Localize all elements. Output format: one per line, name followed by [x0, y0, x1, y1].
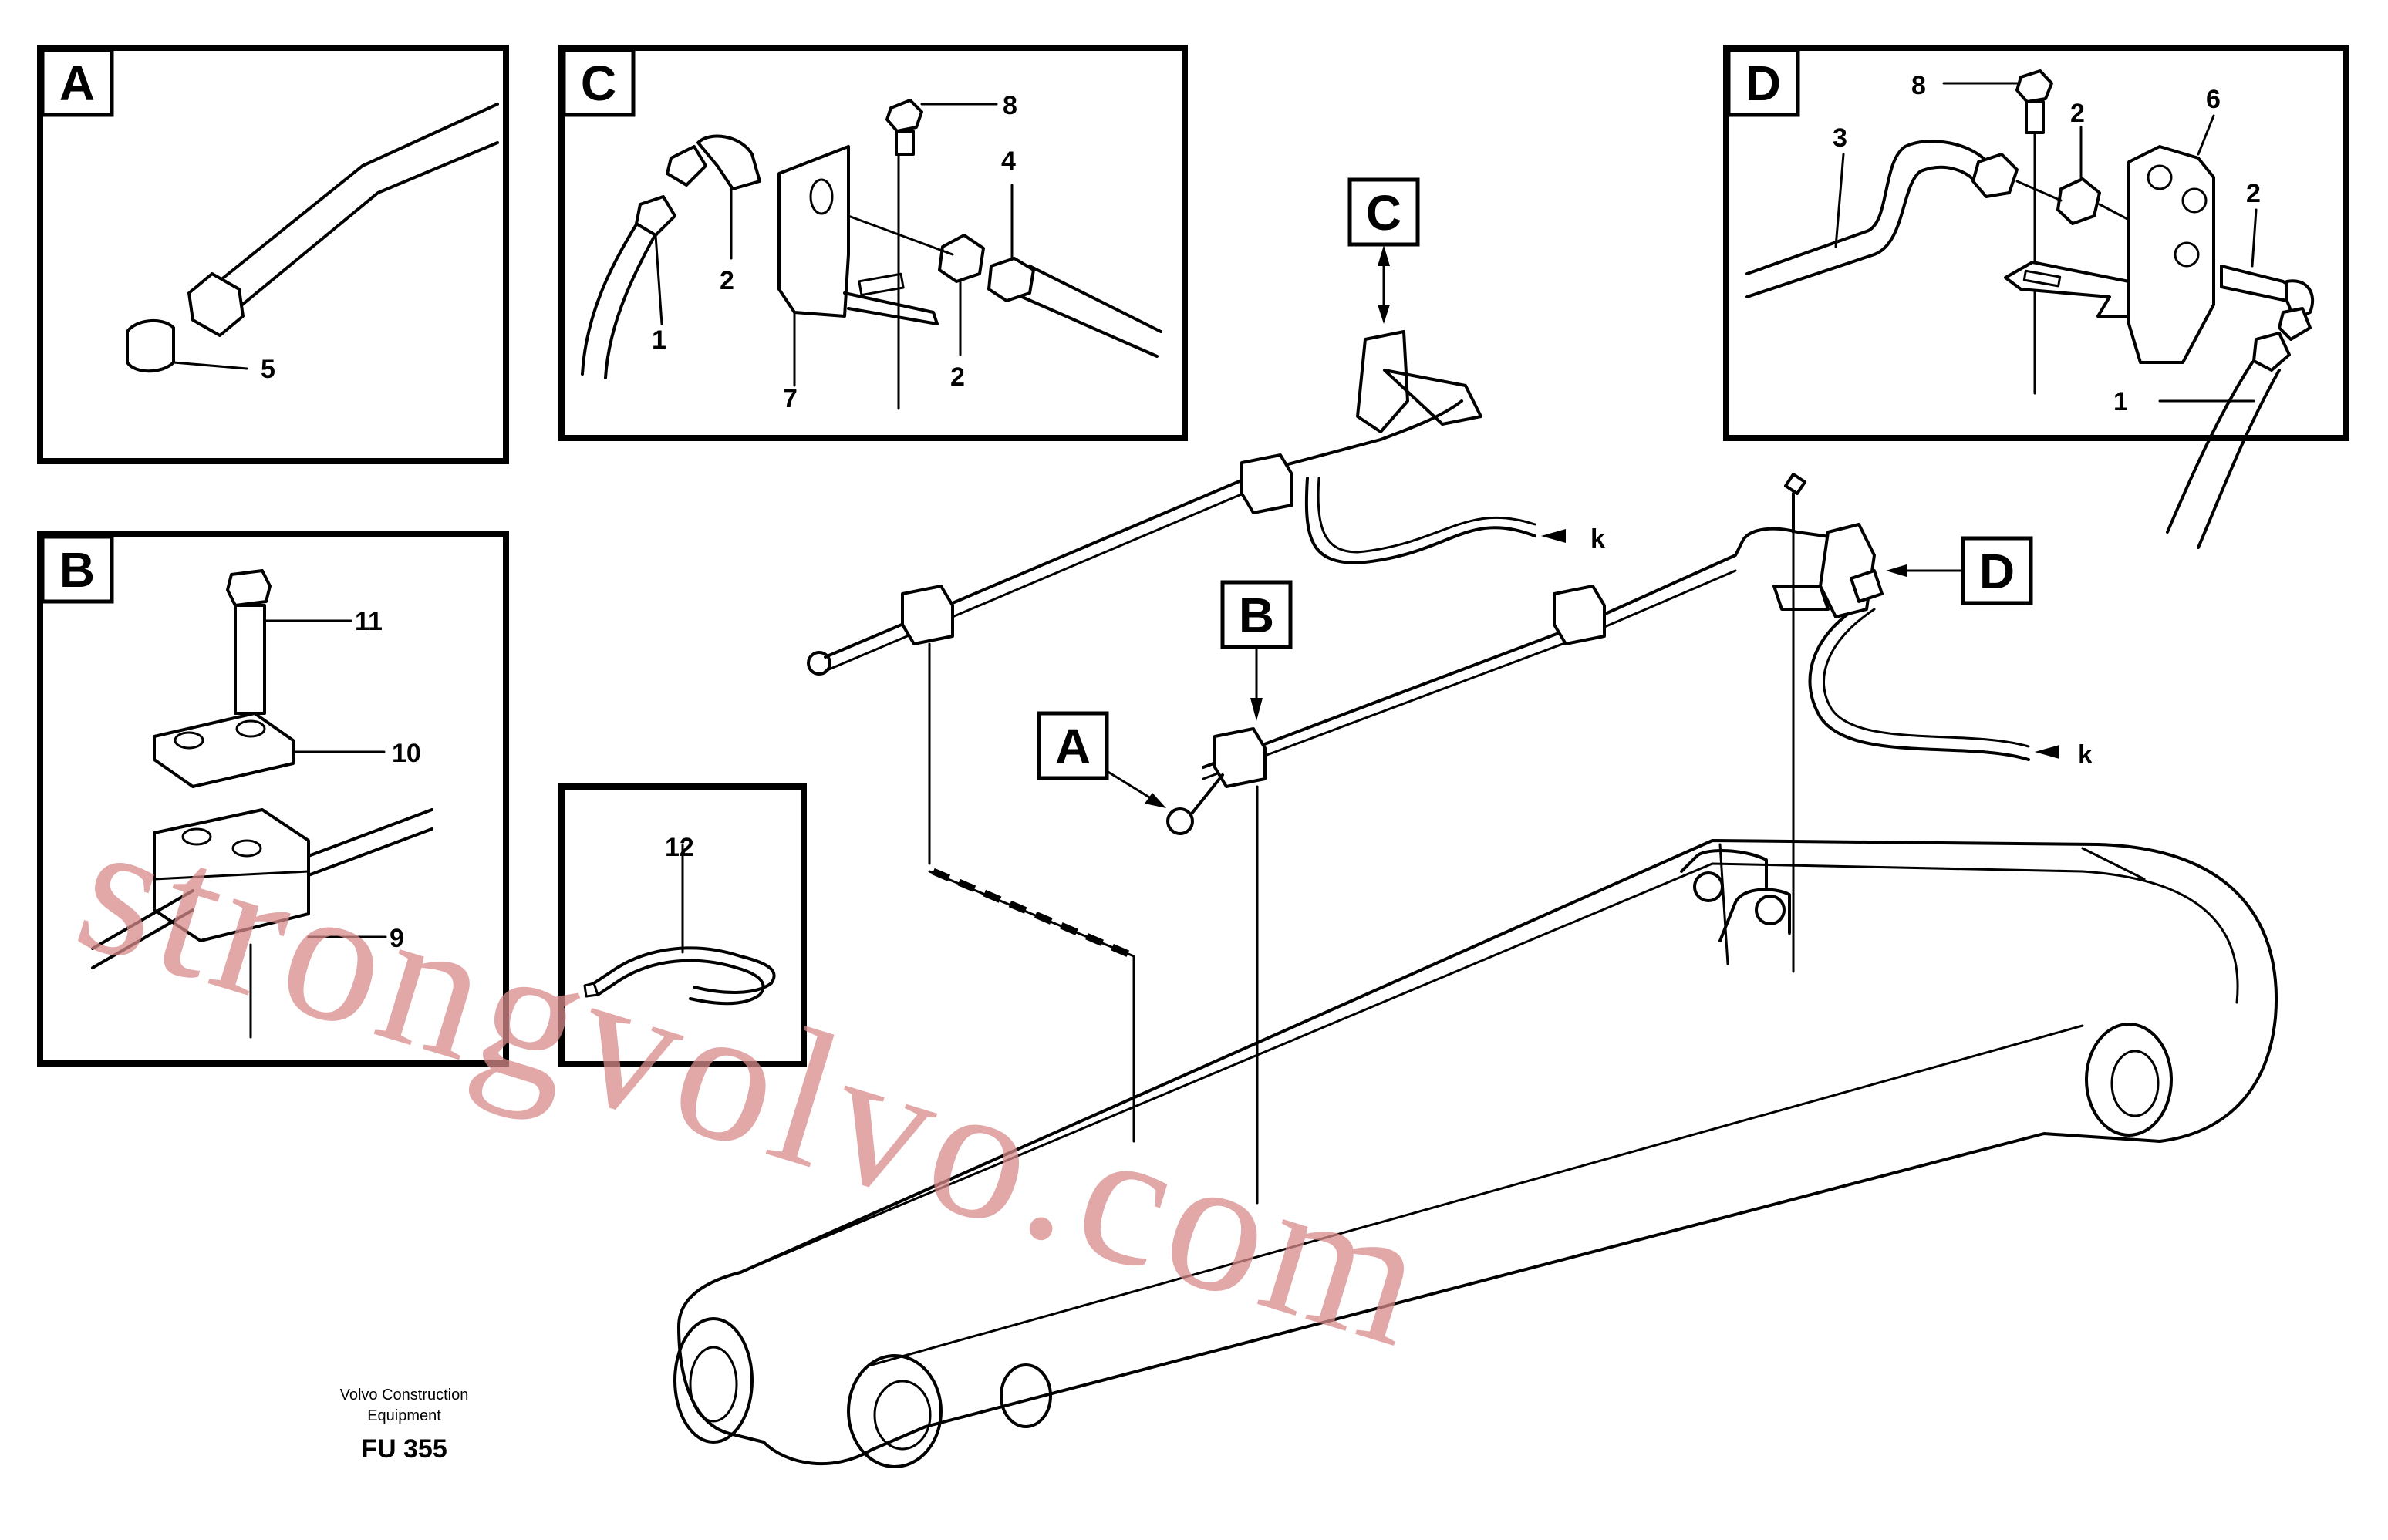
- view-b-part-10: 10: [392, 739, 421, 768]
- callout-tag-a: A: [1037, 711, 1166, 808]
- view-d-part-1: 1: [2113, 387, 2128, 416]
- callout-tag-b: B: [1220, 580, 1293, 721]
- tag-b-letter: B: [1239, 588, 1274, 643]
- footer-line-1: Volvo Construction: [340, 1387, 469, 1404]
- footer-block: Volvo Construction Equipment FU 355: [340, 1387, 469, 1464]
- view-d-part-6: 6: [2206, 85, 2221, 114]
- view-a-part-5: 5: [261, 355, 275, 384]
- view-d-part-8: 8: [1911, 71, 1926, 100]
- view-c-letter: C: [581, 56, 616, 111]
- view-c-part-2a: 2: [720, 266, 734, 295]
- detail-view-d: D 3 8 2 6 2: [1723, 45, 2349, 549]
- detail-view-cable-tie: 12: [558, 783, 807, 1067]
- footer-code: FU 355: [361, 1434, 447, 1464]
- callout-tag-d: D: [1886, 536, 2033, 605]
- footer-line-2: Equipment: [367, 1407, 441, 1424]
- detail-view-a: A 5: [37, 45, 509, 464]
- pipe-routing: [807, 330, 2030, 1205]
- tag-c-letter: C: [1366, 185, 1401, 241]
- view-d-part-2b: 2: [2246, 179, 2261, 208]
- view-b-part-11: 11: [355, 607, 383, 636]
- view-d-part-3: 3: [1833, 123, 1847, 153]
- k-label-lower: k: [2035, 740, 2093, 770]
- view-a-letter: A: [59, 56, 95, 111]
- view-c-part-1: 1: [652, 325, 666, 355]
- k-lower-text: k: [2078, 740, 2093, 770]
- view-c-part-2b: 2: [950, 362, 965, 392]
- view-c-part-4: 4: [1001, 147, 1016, 176]
- view-c-part-7: 7: [783, 384, 798, 413]
- callout-tag-c: C: [1347, 177, 1420, 324]
- k-upper-text: k: [1590, 524, 1605, 554]
- detail-view-b: B 11 10 9: [37, 531, 509, 1067]
- detail-view-c: C 1 2 7 8 2 4: [558, 45, 1188, 441]
- view-c-part-8: 8: [1003, 91, 1017, 120]
- cable-tie-part-12: 12: [665, 833, 694, 862]
- view-b-letter: B: [59, 542, 95, 598]
- tag-a-letter: A: [1055, 719, 1091, 774]
- boom-assembly: [673, 839, 2278, 1468]
- view-b-part-9: 9: [390, 924, 404, 953]
- tag-d-letter: D: [1979, 544, 2015, 599]
- view-d-part-2a: 2: [2070, 99, 2085, 128]
- view-d-letter: D: [1745, 56, 1781, 111]
- k-label-upper: k: [1541, 524, 1605, 554]
